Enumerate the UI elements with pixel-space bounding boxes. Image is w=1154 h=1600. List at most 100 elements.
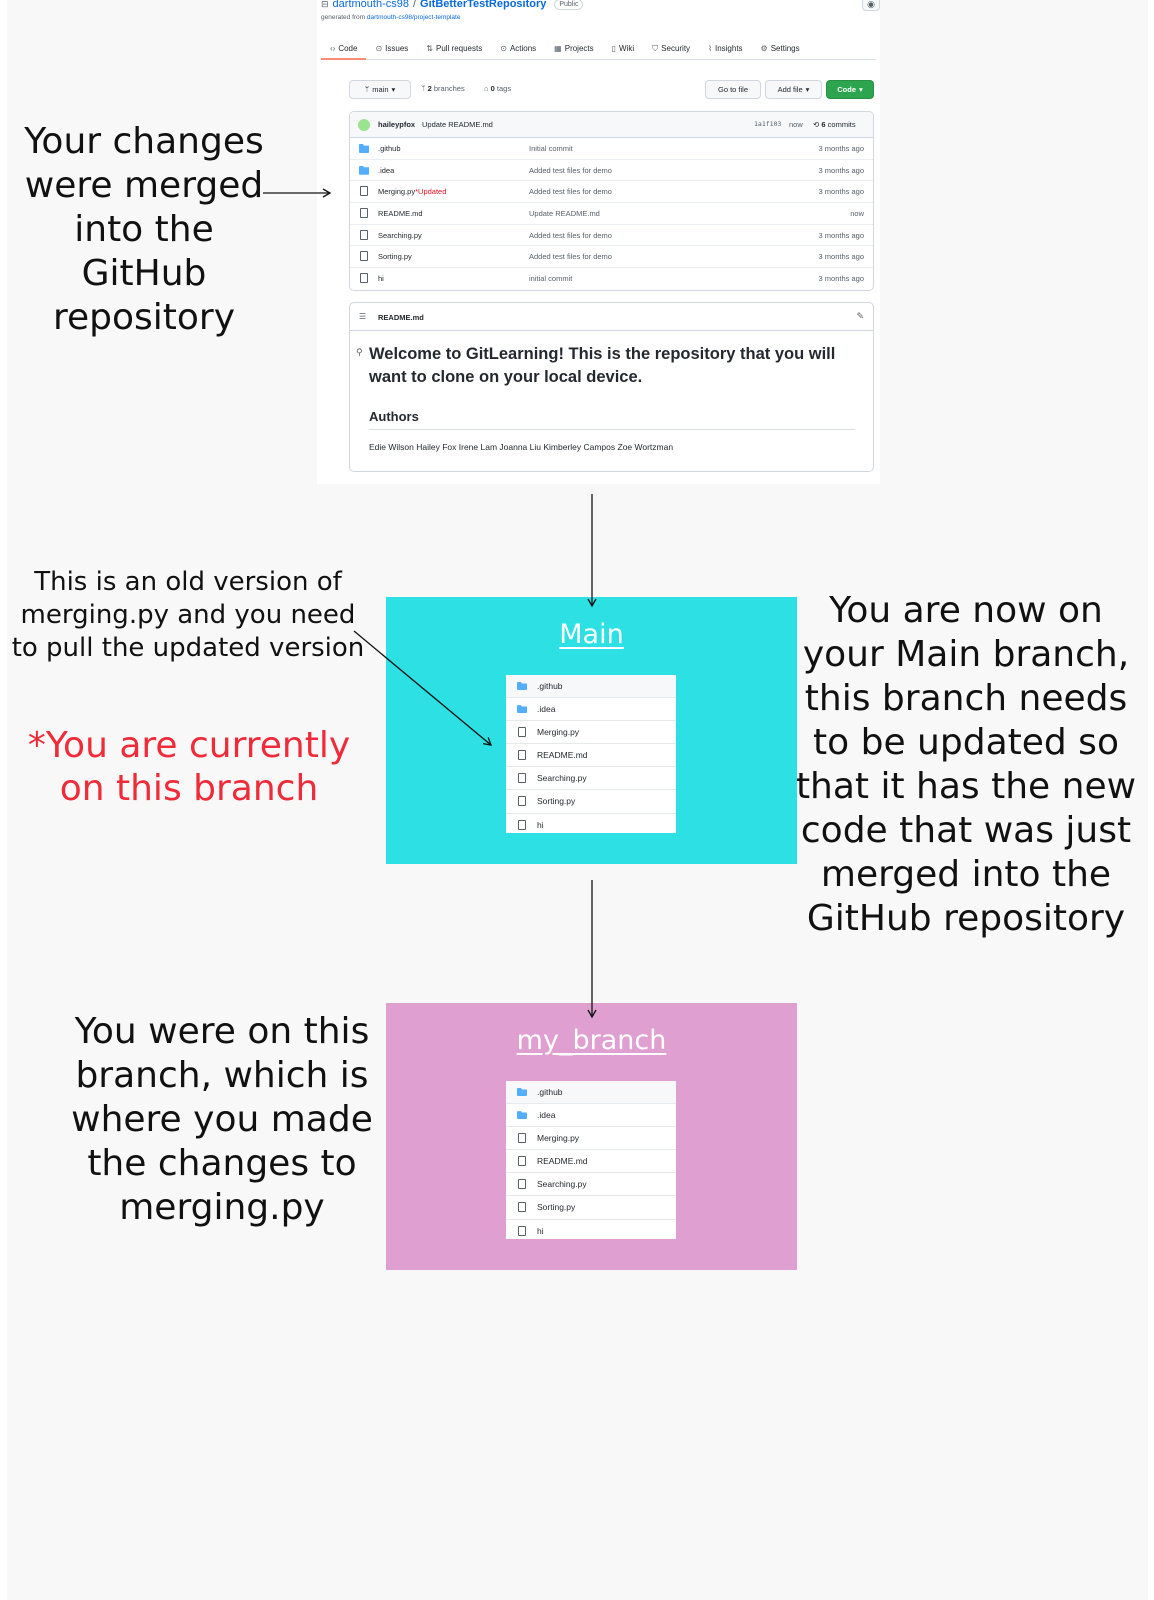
file-icon: [518, 1156, 526, 1167]
commit-message[interactable]: Update README.md: [422, 120, 493, 129]
issue-icon: ⊙: [375, 44, 383, 53]
tab-wiki[interactable]: ▯Wiki: [603, 38, 644, 59]
commit-age: 3 months ago: [818, 144, 864, 153]
code-button[interactable]: Code▾: [826, 80, 874, 99]
tab-security[interactable]: ⛉Security: [643, 38, 699, 59]
file-row[interactable]: .github Initial commit 3 months ago: [350, 138, 873, 160]
commit-age: 3 months ago: [818, 230, 864, 240]
file-row[interactable]: Merging.py*Updated Added test files for d…: [350, 181, 873, 204]
anchor-link-icon[interactable]: ⚲: [356, 347, 363, 357]
diagram-canvas: ⊟ dartmouth-cs98 / GitBetterTestReposito…: [7, 0, 1148, 1600]
file-name[interactable]: Merging.py*Updated: [378, 187, 446, 196]
folder-icon: [517, 705, 527, 714]
file-name[interactable]: .idea: [378, 166, 394, 175]
go-to-file-button[interactable]: Go to file: [705, 80, 761, 99]
file-icon: [518, 796, 526, 807]
file-name-text: hi: [378, 274, 384, 284]
commit-sha[interactable]: 1a1f103: [754, 120, 782, 128]
commit-author[interactable]: haileypfox: [378, 120, 416, 129]
tab-actions[interactable]: ⊙Actions: [491, 38, 545, 59]
main-branch-note: You are now on your Main branch, this br…: [795, 590, 1137, 939]
file-row: Searching.py: [506, 767, 676, 791]
repo-name-link[interactable]: GitBetterTestRepository: [420, 0, 547, 10]
file-name: Merging.py: [537, 1133, 580, 1144]
list-icon[interactable]: ☰: [359, 312, 367, 321]
file-row: Merging.py: [506, 721, 676, 745]
commit-age: 3 months ago: [818, 187, 864, 197]
repo-header: ⊟ dartmouth-cs98 / GitBetterTestReposito…: [317, 0, 584, 11]
pencil-icon[interactable]: ✎: [856, 311, 864, 321]
tab-label: Security: [661, 44, 691, 53]
file-name[interactable]: Sorting.py: [378, 252, 412, 261]
tab-code[interactable]: ‹›Code: [321, 38, 367, 60]
commit-message[interactable]: initial commit: [529, 274, 573, 284]
branch-name: main: [372, 85, 389, 94]
branches-link[interactable]: ᛘ 2 branches: [421, 84, 465, 93]
tags-link[interactable]: ⌂ 0 tags: [484, 84, 511, 93]
tab-insights[interactable]: ⌇Insights: [699, 38, 751, 59]
watch-button[interactable]: ◉: [862, 0, 880, 11]
branch-select-button[interactable]: ᛘ main ▾: [349, 80, 411, 99]
tab-settings[interactable]: ⚙Settings: [752, 38, 809, 59]
repo-owner-link[interactable]: dartmouth-cs98: [332, 0, 409, 10]
tab-pull-requests[interactable]: ⇅Pull requests: [417, 38, 491, 59]
my-branch-note: You were on this branch, which is where …: [71, 1011, 373, 1228]
branches-count: 2: [427, 84, 432, 93]
gear-icon: ⚙: [760, 44, 768, 53]
code-icon: ‹›: [330, 44, 336, 53]
tab-label: Wiki: [619, 44, 635, 53]
file-row: .github: [506, 1081, 676, 1105]
add-file-button[interactable]: Add file▾: [765, 80, 822, 99]
merged-note: Your changes were merged into the GitHub…: [24, 121, 264, 338]
file-icon: [518, 1225, 526, 1236]
repo-icon: ⊟: [321, 0, 329, 9]
file-name-text: Searching.py: [378, 230, 422, 240]
generated-from-note: generated from dartmouth-cs98/project-te…: [321, 14, 460, 21]
book-icon: ▯: [611, 44, 617, 53]
file-name[interactable]: README.md: [378, 209, 423, 218]
commit-message[interactable]: Added test files for demo: [529, 230, 612, 240]
file-name: Merging.py: [537, 727, 580, 738]
file-row: Searching.py: [506, 1173, 676, 1197]
file-icon: [360, 208, 368, 219]
tags-count: 0: [490, 84, 495, 93]
commits-link[interactable]: ⟲ 6 commits: [813, 120, 856, 129]
caret-down-icon: ▾: [805, 85, 810, 94]
commit-message[interactable]: Added test files for demo: [529, 252, 612, 262]
folder-icon: [359, 165, 369, 175]
avatar[interactable]: [358, 119, 370, 131]
commit-message[interactable]: Initial commit: [529, 144, 573, 153]
file-name[interactable]: .github: [378, 144, 401, 153]
file-icon: [360, 186, 368, 197]
tab-projects[interactable]: ▦Projects: [545, 38, 602, 59]
template-link[interactable]: dartmouth-cs98/project-template: [366, 14, 461, 21]
commit-message[interactable]: Update README.md: [529, 209, 600, 219]
folder-icon: [517, 682, 527, 690]
file-row: .idea: [506, 1104, 676, 1128]
file-name[interactable]: hi: [378, 274, 384, 283]
add-file-label: Add file: [777, 85, 803, 94]
file-icon: [518, 1133, 526, 1144]
file-name[interactable]: Searching.py: [378, 231, 422, 240]
commit-message[interactable]: Added test files for demo: [529, 187, 612, 197]
file-icon: [360, 273, 368, 284]
file-row: Sorting.py: [506, 790, 676, 814]
visibility-badge: Public: [554, 0, 584, 10]
my-branch-title: my_branch: [516, 1025, 667, 1056]
file-name: hi: [537, 1225, 544, 1236]
file-name: Searching.py: [537, 773, 587, 784]
tab-issues[interactable]: ⊙Issues: [366, 38, 417, 59]
pull-request-icon: ⇅: [426, 44, 433, 53]
readme-heading: Welcome to GitLearning! This is the repo…: [369, 345, 836, 386]
readme-filename[interactable]: README.md: [378, 313, 424, 322]
readme-subheading: Authors: [369, 409, 419, 424]
commit-message[interactable]: Added test files for demo: [529, 165, 612, 175]
tab-label: Projects: [564, 44, 594, 53]
file-row[interactable]: Searching.py Added test files for demo 3 m…: [350, 225, 873, 247]
